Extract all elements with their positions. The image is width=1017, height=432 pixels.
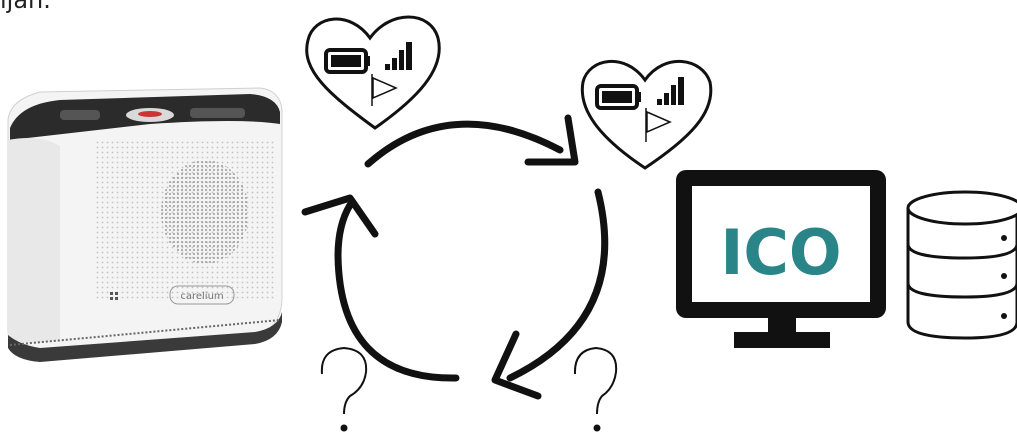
cycle-arrow-right bbox=[510, 192, 605, 378]
heart-status-icon-2 bbox=[582, 61, 711, 168]
cycle-arrow-left bbox=[338, 205, 456, 378]
monitor-label: ICO bbox=[720, 216, 841, 289]
monitor-icon: ICO bbox=[676, 170, 886, 348]
question-mark-icon-2 bbox=[575, 348, 616, 431]
database-icon bbox=[908, 192, 1017, 338]
alarm-device-image: carelium bbox=[8, 88, 282, 362]
cycle-arrow-top bbox=[368, 124, 560, 164]
cycle-arrows-icon bbox=[305, 118, 605, 396]
question-mark-icon-1 bbox=[322, 348, 366, 431]
heart-status-icon-1 bbox=[307, 17, 440, 128]
device-brand-text: carelium bbox=[180, 291, 223, 302]
